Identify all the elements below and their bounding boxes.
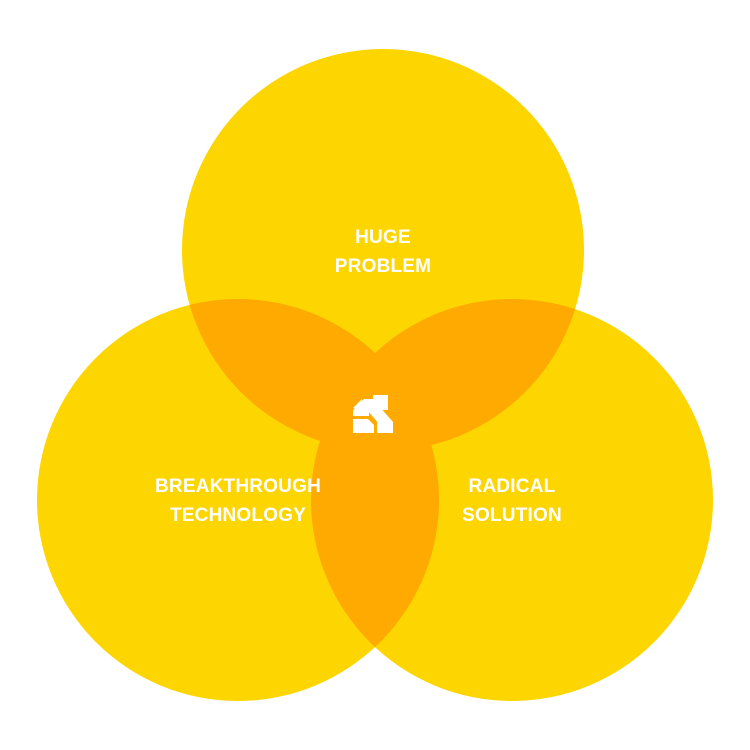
label-breakthrough-technology-line2: TECHNOLOGY: [170, 505, 306, 526]
label-radical-solution-line2: SOLUTION: [462, 505, 562, 526]
label-huge-problem-line2: PROBLEM: [335, 256, 431, 277]
overlap-center: [311, 299, 439, 451]
label-breakthrough-technology-line1: BREAKTHROUGH: [155, 476, 321, 497]
label-huge-problem-line1: HUGE: [355, 227, 411, 248]
x-logo-icon: [353, 395, 393, 433]
label-radical-solution-line1: RADICAL: [469, 476, 556, 497]
